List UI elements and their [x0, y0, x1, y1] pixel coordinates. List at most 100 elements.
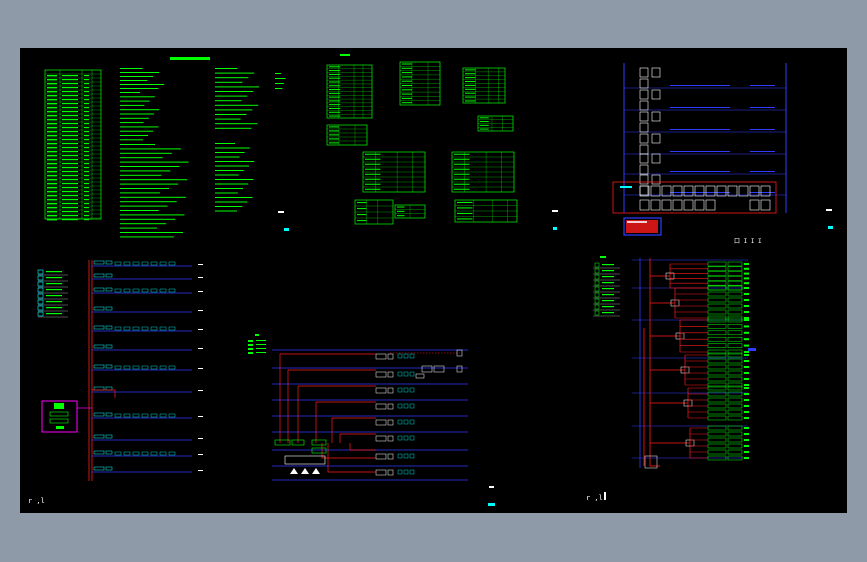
floor-branch[interactable]: [272, 415, 468, 426]
legend-unit: [84, 131, 89, 133]
legend-symbol: [47, 171, 57, 173]
text-line: [120, 113, 154, 115]
panel-label: [670, 192, 730, 193]
equipment-table[interactable]: [462, 67, 506, 104]
sheet-number: [828, 226, 833, 229]
schedule-label: [620, 186, 632, 188]
table-cell-text: [329, 107, 341, 109]
device-code: [744, 384, 749, 386]
legend-desc: [62, 139, 78, 141]
legend-unit: [84, 143, 89, 145]
table-cell-text: [397, 206, 405, 208]
sheet-mark: r ,l: [28, 497, 45, 505]
schedule-device: [661, 185, 672, 197]
cad-drawing-canvas[interactable]: r ,l 口 I I I r ,l: [20, 48, 847, 513]
floor-module: [415, 373, 425, 379]
legend-desc: [62, 119, 78, 121]
panel-row[interactable]: [624, 174, 786, 196]
floor-detector: [114, 413, 122, 418]
floor-module: [387, 371, 394, 378]
equipment-table[interactable]: [451, 151, 515, 193]
legend-text: [602, 270, 614, 272]
floor-branch[interactable]: [272, 399, 468, 410]
floor-branch[interactable]: [92, 434, 203, 441]
device-code: [744, 331, 749, 334]
legend-unit: [84, 79, 89, 81]
control-cabinet[interactable]: [41, 400, 78, 433]
floor-branch[interactable]: [92, 273, 203, 280]
text-line: [120, 72, 160, 73]
equipment-table[interactable]: [399, 61, 441, 106]
text-line: [120, 188, 169, 189]
floor-tag: [198, 264, 203, 265]
equipment-table[interactable]: [477, 115, 514, 132]
floor-branch[interactable]: [92, 450, 203, 457]
floor-branch[interactable]: [272, 383, 468, 394]
legend-desc: [62, 167, 78, 169]
device-tag: [707, 271, 727, 276]
legend-desc: [62, 127, 78, 129]
text-line: [275, 78, 286, 79]
panel-row[interactable]: [624, 153, 786, 175]
text-line: [120, 104, 145, 106]
floor-branch[interactable]: [92, 466, 203, 473]
floor-branch[interactable]: [92, 306, 203, 313]
floor-device: [93, 260, 105, 265]
floor-detector: [114, 261, 122, 266]
floor-branch[interactable]: [92, 364, 203, 371]
device-tag: [707, 324, 727, 329]
floor-detector: [141, 288, 149, 293]
panel-row[interactable]: [624, 111, 786, 133]
floor-branch[interactable]: [92, 344, 203, 351]
table-cell-text: [329, 138, 339, 140]
equipment-table[interactable]: [326, 124, 368, 146]
legend-text: [46, 313, 62, 315]
riser-junction: [644, 455, 658, 469]
device-tag: [727, 297, 743, 303]
equipment-table[interactable]: [394, 204, 426, 219]
sheet-number: [488, 503, 495, 506]
floor-device: [397, 371, 403, 377]
floor-branch[interactable]: [272, 431, 468, 442]
floor-branch[interactable]: [92, 260, 203, 267]
text-line: [120, 68, 143, 69]
floor-branch[interactable]: [272, 349, 468, 360]
device-code: [744, 451, 749, 453]
floor-branch[interactable]: [650, 261, 749, 291]
floor-branch[interactable]: [650, 425, 749, 461]
legend-symbol: [47, 75, 57, 77]
sheet-riser-left: r ,l: [28, 260, 203, 505]
table-cell-text: [454, 178, 470, 180]
equipment-table[interactable]: [354, 199, 394, 225]
device-tag: [727, 261, 743, 267]
floor-branch[interactable]: [650, 352, 749, 388]
floor-branch[interactable]: [650, 285, 749, 321]
device-tag: [707, 303, 727, 309]
equipment-table[interactable]: [362, 151, 426, 193]
panel-row[interactable]: [624, 89, 786, 111]
legend-desc: [62, 215, 78, 217]
panel-row[interactable]: [624, 67, 786, 89]
notes-box[interactable]: [623, 217, 662, 236]
floor-branch[interactable]: [92, 412, 203, 419]
floor-module: [375, 387, 387, 394]
panel-schedule-frame[interactable]: [612, 181, 777, 214]
table-cell-text: [329, 81, 341, 83]
floor-branch[interactable]: [92, 287, 203, 294]
panel-row[interactable]: [624, 133, 786, 155]
legend-text: [602, 276, 614, 278]
floor-branch[interactable]: [92, 325, 203, 332]
floor-branch[interactable]: [92, 386, 203, 393]
equipment-table[interactable]: [326, 64, 373, 119]
floor-branch[interactable]: [650, 317, 749, 355]
floor-branch[interactable]: [272, 367, 468, 378]
legend-desc: [62, 75, 78, 77]
text-line: [120, 117, 149, 119]
device-code: [744, 360, 749, 362]
equipment-table[interactable]: [454, 199, 518, 223]
floor-branch[interactable]: [650, 385, 749, 421]
schedule-device: [672, 185, 683, 197]
floor-branch[interactable]: [272, 465, 468, 476]
legend-desc: [62, 135, 78, 137]
device-tag: [727, 391, 743, 397]
